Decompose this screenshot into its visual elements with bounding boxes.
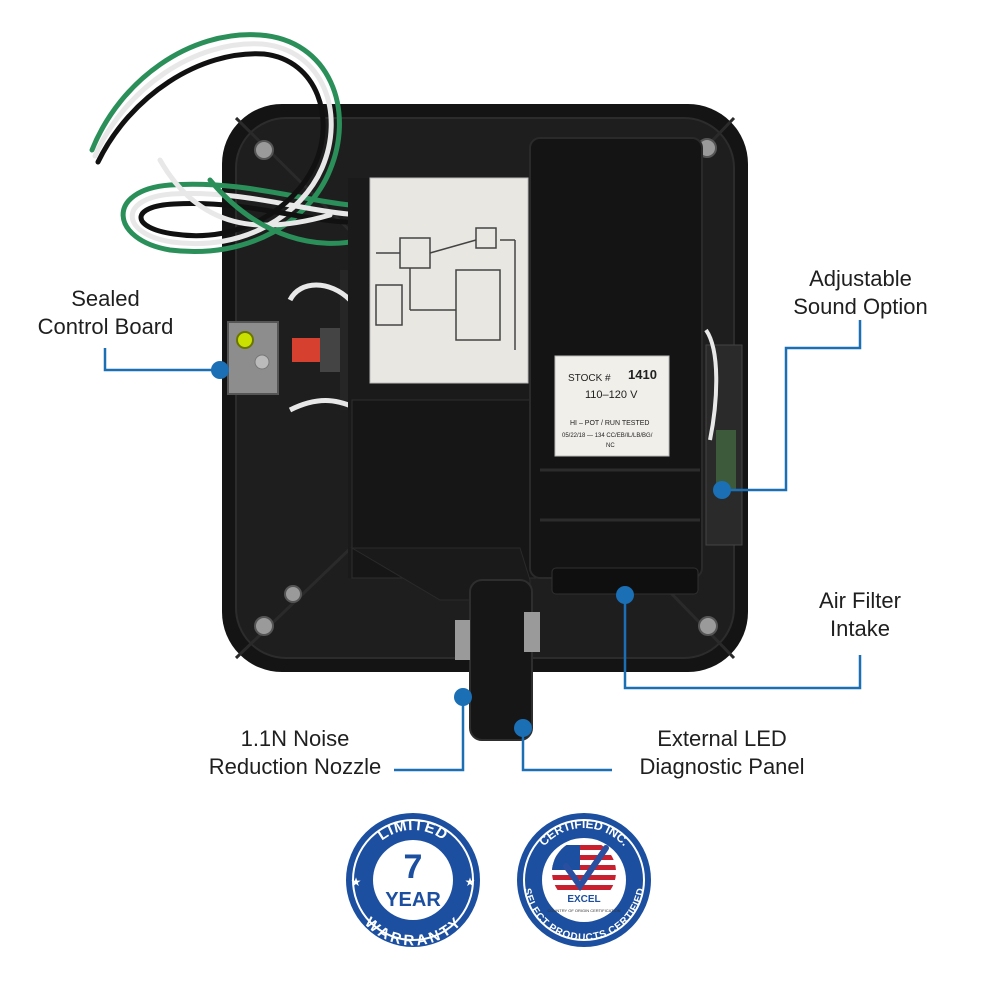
callout-filter-line2: Intake (830, 616, 890, 641)
sound-board (704, 328, 743, 546)
dot-filter (616, 586, 634, 604)
wiring-diagram-label (369, 177, 529, 384)
certified-small-text: COUNTRY OF ORIGIN CERTIFICATION (547, 908, 620, 913)
callout-adjustable-sound: Adjustable Sound Option (778, 265, 943, 321)
callout-sound-line1: Adjustable (809, 266, 912, 291)
certified-center-text: EXCEL (567, 894, 600, 905)
callout-line-control-board (103, 348, 220, 372)
dot-control-board (211, 361, 229, 379)
callout-line-sound (722, 320, 862, 492)
stock-test: HI – POT / RUN TESTED (570, 420, 649, 427)
dot-sound (713, 481, 731, 499)
callout-nozzle-line2: Reduction Nozzle (208, 754, 382, 779)
callout-nozzle-line1: 1.1N Noise (240, 726, 350, 751)
callout-noise-nozzle: 1.1N Noise Reduction Nozzle (190, 725, 400, 781)
warranty-year: YEAR (385, 889, 441, 911)
stock-label: STOCK # 1410 110–120 V HI – POT / RUN TE… (554, 355, 670, 457)
stock-number: 1410 (628, 367, 657, 382)
callout-led-line1: External LED (657, 726, 787, 751)
callout-line-filter (623, 595, 862, 690)
checkmark-icon (563, 845, 609, 892)
callout-sealed-control-board: Sealed Control Board (18, 285, 193, 341)
stock-voltage: 110–120 V (585, 389, 638, 401)
callout-sealed-line1: Sealed (71, 286, 140, 311)
callout-lines (103, 320, 862, 772)
warranty-number: 7 (404, 848, 423, 886)
nozzle (455, 579, 540, 741)
star-right-icon: ★ (465, 875, 476, 889)
dot-led (514, 719, 532, 737)
warranty-badge: LIMITED WARRANTY 7 YEAR ★ ★ (346, 813, 480, 950)
callout-filter-line1: Air Filter (819, 588, 901, 613)
callout-dots (211, 361, 731, 737)
stock-prefix: STOCK # (568, 373, 611, 384)
dot-nozzle (454, 688, 472, 706)
callout-led-line2: Diagnostic Panel (639, 754, 805, 779)
star-left-icon: ★ (351, 875, 362, 889)
callout-led-panel: External LED Diagnostic Panel (617, 725, 827, 781)
callout-air-filter: Air Filter Intake (790, 587, 930, 643)
callout-line-led (521, 728, 612, 772)
callout-line-nozzle (394, 700, 465, 772)
callout-sealed-line2: Control Board (37, 314, 174, 339)
stock-code: NC (606, 443, 615, 449)
power-wires (89, 32, 363, 254)
callout-sound-line2: Sound Option (793, 294, 928, 319)
stock-date: 05/22/18 — 134 CC/EB/IL/LB/BG/ (562, 433, 653, 439)
certified-badge: CERTIFIED INC. SELECT PRODUCTS CERTIFIED… (517, 813, 651, 947)
